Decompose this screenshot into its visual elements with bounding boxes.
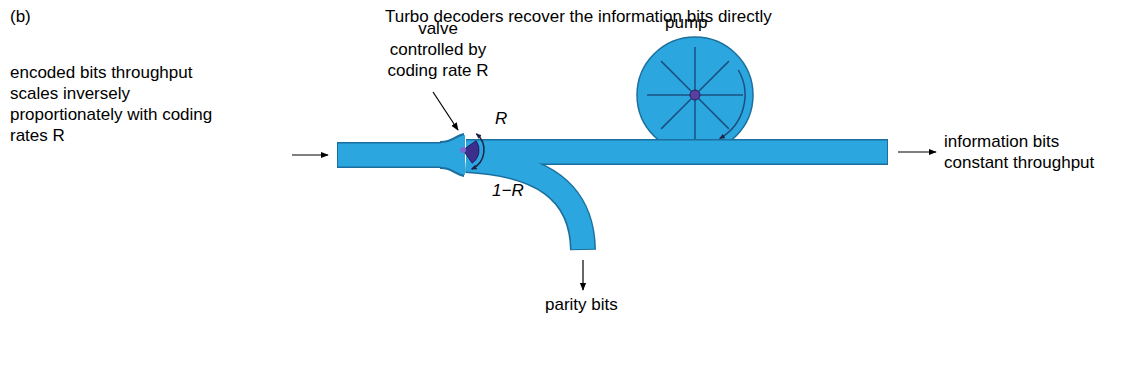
output-arrow [898, 151, 936, 152]
valve-flap [463, 141, 479, 163]
pipe-outline [337, 152, 888, 250]
valve-housing [440, 133, 464, 177]
valve-motion-arrow [472, 134, 484, 169]
valve-funnel [441, 135, 465, 175]
pipe-fill [338, 152, 887, 249]
parity-arrow [582, 260, 583, 290]
pump-spokes [647, 47, 743, 143]
parity-label: parity bits [545, 294, 618, 315]
valve-callout: valve controlled by coding rate R [382, 18, 494, 81]
rate-label: R [495, 108, 507, 129]
pump-rotation-arrow [720, 70, 745, 138]
output-description: information bits constant throughput [944, 131, 1114, 173]
complement-rate-label: 1−R [492, 180, 524, 201]
pump-hub [690, 90, 700, 100]
pump-label: pump [665, 12, 708, 33]
panel-letter: (b) [10, 6, 31, 27]
input-description: encoded bits throughput scales inversely… [10, 62, 232, 146]
input-arrow [292, 154, 328, 155]
pump-body [637, 37, 753, 153]
valve-pivot [460, 147, 466, 153]
valve-leader-arrow [433, 92, 458, 130]
